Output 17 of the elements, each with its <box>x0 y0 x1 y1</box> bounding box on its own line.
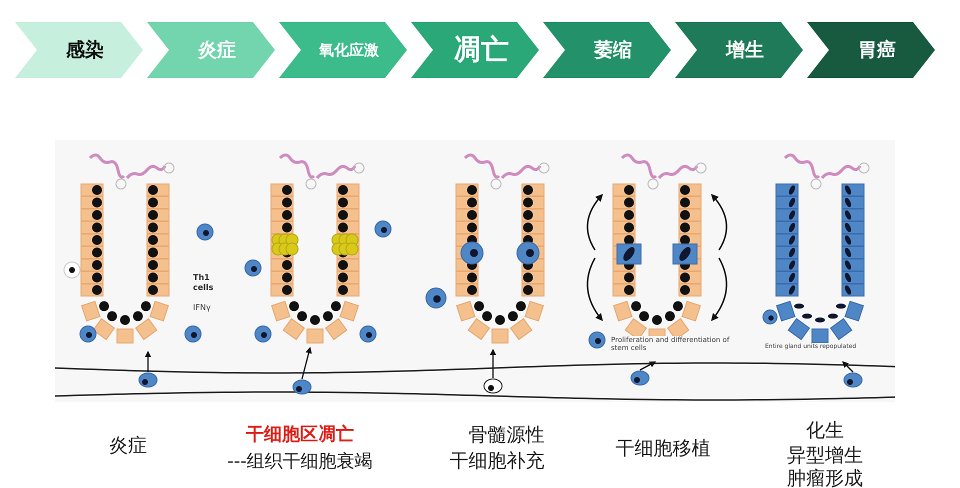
process-step: 萎缩 <box>543 22 671 78</box>
stage-caption: 异型增生 <box>787 444 863 468</box>
stage-caption: 骨髓源性干细胞补充 <box>449 423 545 474</box>
cytokine-label: IFNγ <box>193 303 211 313</box>
process-step: 凋亡 <box>411 22 539 78</box>
stage-caption: 干细胞移植 <box>616 438 710 460</box>
cell-label: Th1 cells <box>193 273 214 293</box>
stage-caption: 炎症 <box>109 434 147 458</box>
stage-caption: 干细胞区凋亡 <box>246 424 354 446</box>
process-step: 感染 <box>15 22 143 78</box>
process-step: 胃癌 <box>807 22 935 78</box>
process-step: 氧化应激 <box>279 22 407 78</box>
process-step: 增生 <box>675 22 803 78</box>
stage-caption: ---组织干细胞衰竭 <box>227 451 373 473</box>
process-step: 炎症 <box>147 22 275 78</box>
stage-caption: 肿瘤形成 <box>787 468 863 488</box>
stage-caption: 化生 <box>806 420 844 442</box>
